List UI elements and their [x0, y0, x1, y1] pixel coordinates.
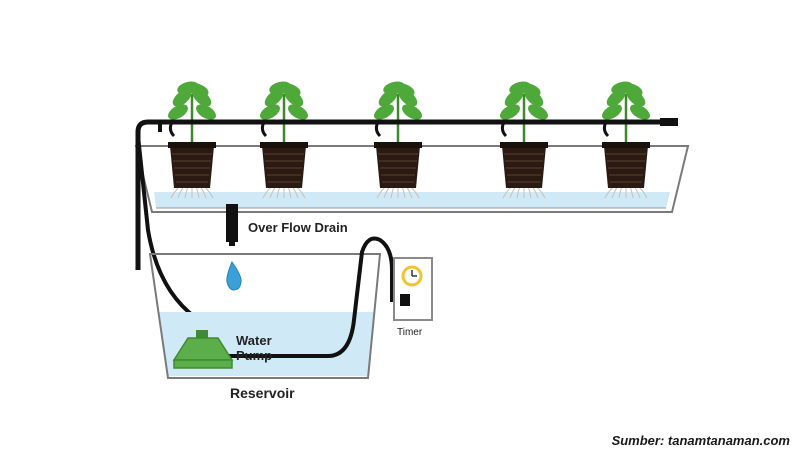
- leaf: [630, 104, 650, 120]
- reservoir-label: Reservoir: [230, 385, 295, 401]
- plant: [500, 81, 548, 199]
- water-pump: [172, 330, 234, 369]
- leaf: [196, 104, 216, 120]
- leaf: [260, 104, 280, 120]
- leaf: [500, 104, 520, 120]
- timer: [393, 257, 433, 321]
- net-pot: [170, 146, 214, 188]
- net-pot: [262, 146, 306, 188]
- timer-plug-icon: [400, 294, 410, 306]
- leaf: [528, 104, 548, 120]
- leaf: [621, 83, 643, 97]
- water-pump-label-line1: Water: [236, 333, 272, 348]
- channel-water: [154, 192, 670, 208]
- leaf: [374, 104, 394, 120]
- leaf: [519, 83, 541, 97]
- plant: [260, 81, 308, 199]
- water-droplet-icon: [226, 260, 242, 291]
- leaf: [393, 83, 415, 97]
- overflow-drain-label: Over Flow Drain: [248, 220, 348, 235]
- leaf: [168, 104, 188, 120]
- net-pot: [376, 146, 420, 188]
- leaf: [402, 104, 422, 120]
- timer-label: Timer: [397, 327, 423, 338]
- plant: [168, 81, 216, 199]
- plant: [602, 81, 650, 199]
- overflow-drain: [226, 204, 238, 246]
- drip-line-pipe: [135, 118, 678, 270]
- leaf: [602, 104, 622, 120]
- leaf: [187, 83, 209, 97]
- leaf: [288, 104, 308, 120]
- net-pot: [604, 146, 648, 188]
- source-caption: Sumber: tanamtanaman.com: [611, 433, 790, 448]
- timer-cable: [222, 236, 402, 358]
- leaf: [279, 83, 301, 97]
- plants: [168, 81, 650, 199]
- net-pot: [502, 146, 546, 188]
- water-pump-label-line2: Pump: [236, 348, 272, 363]
- plant: [374, 81, 422, 199]
- feed-pipe: [136, 135, 198, 320]
